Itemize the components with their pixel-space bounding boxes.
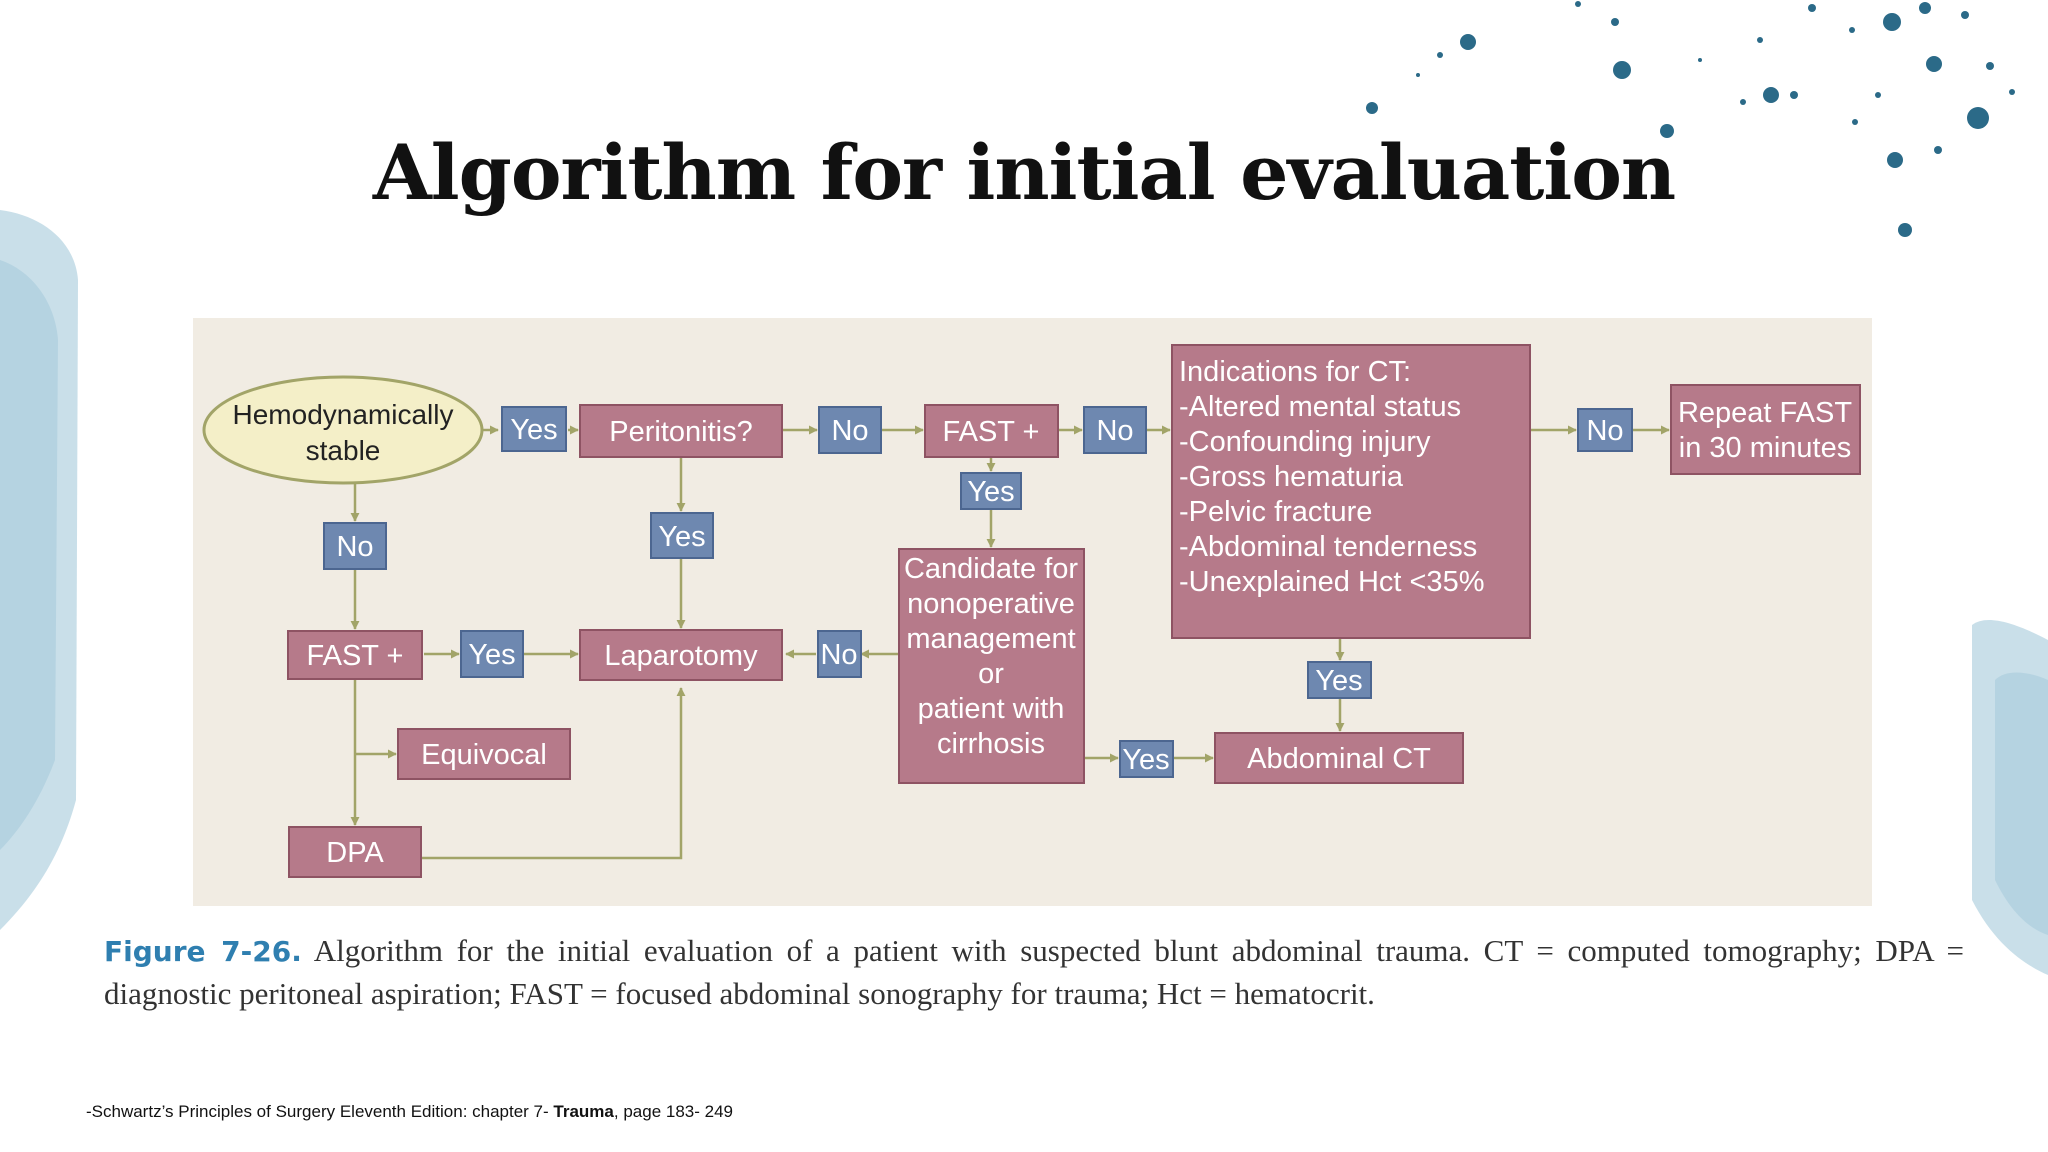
svg-text:Yes: Yes (468, 639, 515, 671)
figure-label: Figure 7-26. (104, 935, 302, 968)
ct-indications-node: Indications for CT: -Altered mental stat… (1171, 344, 1531, 639)
candidate-line2: nonoperative (907, 588, 1075, 620)
label-yes-candidate-to-abdominal-ct: Yes (1119, 740, 1174, 778)
source-citation-pages: , page 183- 249 (613, 1102, 733, 1121)
svg-text:Yes: Yes (1122, 744, 1169, 776)
svg-text:Yes: Yes (658, 521, 705, 553)
repeat-fast-node: Repeat FAST in 30 minutes (1670, 384, 1861, 475)
candidate-line5: patient with (918, 693, 1065, 725)
dpa-node: DPA (288, 826, 422, 878)
ct-indications-heading: Indications for CT: (1179, 356, 1411, 388)
ct-indication-pelvic-fracture: -Pelvic fracture (1179, 496, 1372, 528)
ct-indication-unexplained-hct: -Unexplained Hct <35% (1179, 566, 1484, 598)
svg-text:No: No (1586, 415, 1623, 447)
label-yes-stable-to-peritonitis: Yes (501, 406, 567, 452)
fast-positive-top-node: FAST + (924, 404, 1059, 458)
algorithm-figure-panel: Hemodynamically stable Peritonitis? FAST… (193, 318, 1872, 906)
label-no-candidate-to-laparotomy: No (817, 630, 862, 678)
hemodynamically-stable-line2: stable (306, 435, 381, 466)
svg-text:No: No (820, 639, 857, 671)
fast-positive-left-node: FAST + (287, 630, 423, 680)
candidate-line6: cirrhosis (937, 728, 1045, 760)
label-yes-fast-to-candidate: Yes (960, 472, 1022, 510)
candidate-line1: Candidate for (904, 553, 1078, 585)
label-no-peritonitis-to-fast: No (818, 406, 882, 454)
hemodynamically-stable-node: Hemodynamically stable (202, 375, 484, 485)
ct-indication-confounding-injury: -Confounding injury (1179, 426, 1431, 458)
dpa-label: DPA (326, 837, 384, 869)
laparotomy-node: Laparotomy (579, 629, 783, 681)
candidate-line4: or (978, 658, 1004, 690)
label-yes-peritonitis-to-laparotomy: Yes (650, 512, 714, 559)
peritonitis-node: Peritonitis? (579, 404, 783, 458)
svg-text:Yes: Yes (510, 414, 557, 446)
repeat-fast-line1: Repeat FAST (1678, 397, 1852, 429)
svg-text:No: No (1096, 415, 1133, 447)
fast-positive-top-label: FAST + (943, 416, 1040, 448)
flowchart-connectors (350, 425, 1670, 860)
ct-indication-gross-hematuria: -Gross hematuria (1179, 461, 1404, 493)
svg-text:No: No (831, 415, 868, 447)
figure-caption-text: Algorithm for the initial evaluation of … (104, 933, 1965, 1011)
label-yes-ct-indications-to-abdominal-ct: Yes (1307, 661, 1372, 699)
slide-title: Algorithm for initial evaluation (372, 128, 1676, 217)
abdominal-ct-label: Abdominal CT (1247, 743, 1431, 775)
equivocal-label: Equivocal (421, 739, 547, 771)
svg-text:Yes: Yes (1315, 665, 1362, 697)
label-yes-fast-to-laparotomy: Yes (460, 630, 524, 678)
algorithm-flowchart: Hemodynamically stable Peritonitis? FAST… (202, 344, 1861, 878)
svg-text:Yes: Yes (967, 476, 1014, 508)
decision-labels: Yes No No No Yes Yes (323, 406, 1633, 778)
watercolor-left-blob-inner (0, 260, 58, 850)
source-citation: -Schwartz’s Principles of Surgery Eleven… (86, 1102, 733, 1122)
equivocal-node: Equivocal (397, 728, 571, 780)
label-no-stable-to-fast: No (323, 522, 387, 570)
fast-positive-left-label: FAST + (307, 640, 404, 672)
label-no-fast-to-ct-indications: No (1083, 406, 1147, 454)
laparotomy-label: Laparotomy (604, 640, 758, 672)
peritonitis-label: Peritonitis? (609, 416, 752, 448)
svg-text:No: No (336, 531, 373, 563)
ct-indication-altered-mental-status: -Altered mental status (1179, 391, 1461, 423)
nonoperative-candidate-node: Candidate for nonoperative management or… (898, 548, 1085, 784)
repeat-fast-line2: in 30 minutes (1679, 432, 1852, 464)
hemodynamically-stable-line1: Hemodynamically (233, 399, 454, 430)
candidate-line3: management (906, 623, 1075, 655)
label-no-ct-indications-to-repeat: No (1577, 408, 1633, 452)
source-citation-chapter: Trauma (553, 1102, 614, 1121)
source-citation-prefix: -Schwartz’s Principles of Surgery Eleven… (86, 1102, 554, 1121)
figure-caption: Figure 7-26. Algorithm for the initial e… (104, 930, 1964, 1015)
abdominal-ct-node: Abdominal CT (1214, 732, 1464, 784)
watercolor-right-blob-inner (1995, 672, 2048, 935)
paint-splatter (1366, 1, 2015, 237)
ct-indication-abdominal-tenderness: -Abdominal tenderness (1179, 531, 1477, 563)
